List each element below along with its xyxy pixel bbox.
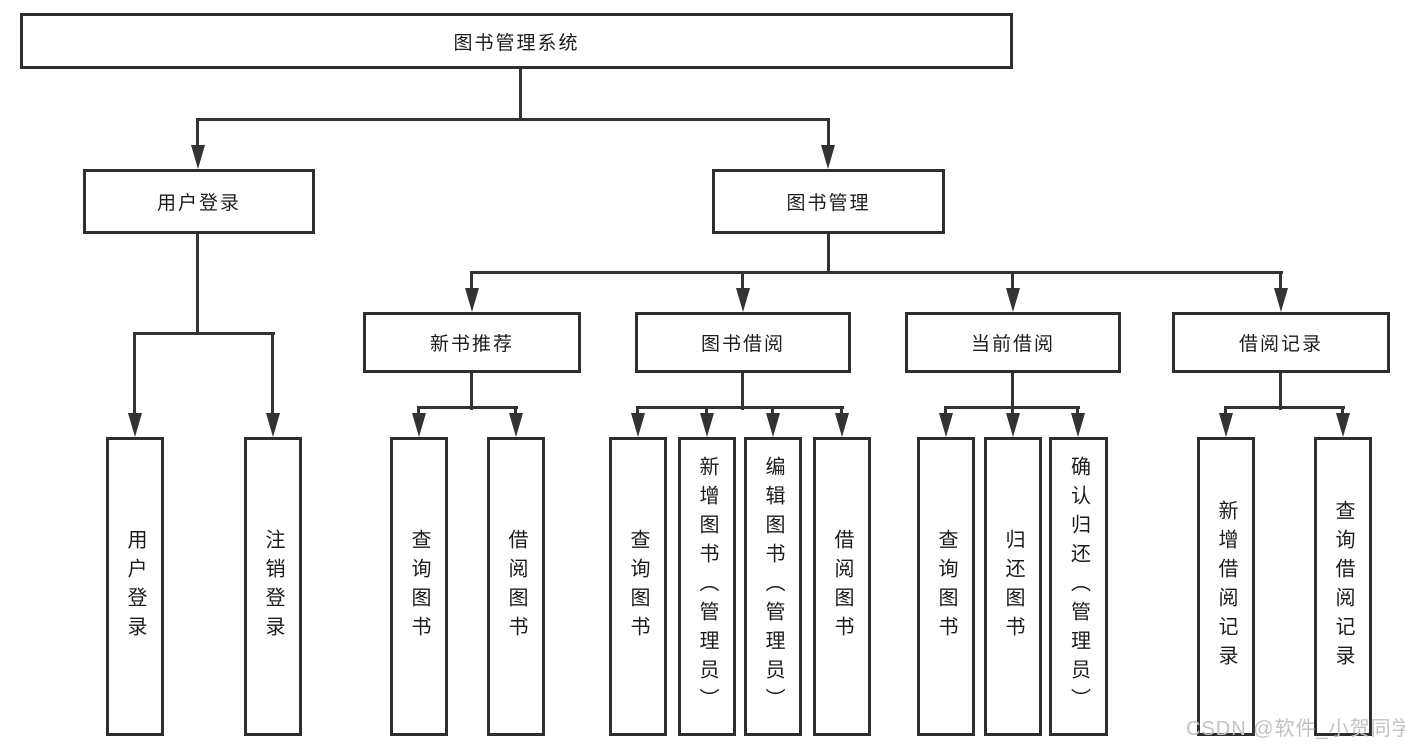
connector-line xyxy=(1279,271,1282,291)
connector-line xyxy=(470,271,1283,274)
node-new-book-recommend: 新书推荐 xyxy=(363,312,581,373)
connector-line xyxy=(470,271,473,291)
connector-line xyxy=(133,332,275,335)
leaf-user-login: 用户登录 xyxy=(106,437,164,736)
node-new-book-recommend-label: 新书推荐 xyxy=(429,334,514,355)
connector-line xyxy=(1224,406,1345,409)
node-borrowing-records-label: 借阅记录 xyxy=(1238,334,1323,355)
connector-line xyxy=(470,372,473,410)
connector-line xyxy=(519,68,522,121)
leaf-newbook-query-books-label: 查询图书 xyxy=(408,528,430,645)
arrowhead-icon xyxy=(700,413,714,437)
connector-line xyxy=(741,271,744,291)
connector-line xyxy=(944,406,947,417)
node-book-borrowing-label: 图书借阅 xyxy=(700,334,785,355)
connector-line xyxy=(636,406,844,409)
leaf-current-confirm-return-admin: 确认归还（管理员） xyxy=(1049,437,1108,736)
arrowhead-icon xyxy=(1071,413,1085,437)
leaf-borrowing-edit-books-admin-label: 编辑图书（管理员） xyxy=(762,456,784,717)
connector-line xyxy=(196,118,830,121)
connector-line xyxy=(1076,406,1079,417)
leaf-newbook-borrow-books-label: 借阅图书 xyxy=(505,528,527,645)
connector-line xyxy=(417,406,420,417)
leaf-records-add-record: 新增借阅记录 xyxy=(1197,437,1255,736)
connector-line xyxy=(827,233,830,274)
arrowhead-icon xyxy=(1219,413,1233,437)
connector-line xyxy=(196,118,199,147)
arrowhead-icon xyxy=(412,413,426,437)
connector-line xyxy=(417,406,518,409)
arrowhead-icon xyxy=(1006,413,1020,437)
connector-line xyxy=(827,118,830,147)
arrowhead-icon xyxy=(509,413,523,437)
leaf-records-query-record-label: 查询借阅记录 xyxy=(1332,499,1354,674)
node-user-login-label: 用户登录 xyxy=(156,193,241,214)
leaf-records-query-record: 查询借阅记录 xyxy=(1314,437,1372,736)
arrowhead-icon xyxy=(835,413,849,437)
node-current-borrowing: 当前借阅 xyxy=(905,312,1121,373)
connector-line xyxy=(1341,406,1344,417)
leaf-borrowing-add-books-admin: 新增图书（管理员） xyxy=(678,437,736,736)
arrowhead-icon xyxy=(1336,413,1350,437)
arrowhead-icon xyxy=(191,145,205,169)
leaf-current-return-books-label: 归还图书 xyxy=(1002,528,1024,645)
leaf-current-return-books: 归还图书 xyxy=(984,437,1042,736)
node-book-management-label: 图书管理 xyxy=(786,193,871,214)
arrowhead-icon xyxy=(939,413,953,437)
node-book-management: 图书管理 xyxy=(712,169,945,234)
connector-line xyxy=(271,332,274,415)
connector-line xyxy=(1011,372,1014,410)
leaf-current-query-books: 查询图书 xyxy=(917,437,975,736)
arrowhead-icon xyxy=(766,413,780,437)
leaf-current-confirm-return-admin-label: 确认归还（管理员） xyxy=(1067,456,1090,717)
leaf-records-add-record-label: 新增借阅记录 xyxy=(1215,499,1237,674)
arrowhead-icon xyxy=(1274,288,1288,312)
node-current-borrowing-label: 当前借阅 xyxy=(970,334,1055,355)
leaf-logout: 注销登录 xyxy=(244,437,302,736)
leaf-borrowing-edit-books-admin: 编辑图书（管理员） xyxy=(744,437,802,736)
arrowhead-icon xyxy=(1006,288,1020,312)
connector-line xyxy=(741,372,744,410)
node-borrowing-records: 借阅记录 xyxy=(1172,312,1390,373)
node-root: 图书管理系统 xyxy=(20,13,1013,69)
leaf-newbook-borrow-books: 借阅图书 xyxy=(487,437,545,736)
connector-line xyxy=(636,406,639,417)
node-book-borrowing: 图书借阅 xyxy=(635,312,851,373)
connector-line xyxy=(133,332,136,415)
connector-line xyxy=(705,406,708,417)
arrowhead-icon xyxy=(736,288,750,312)
leaf-borrowing-add-books-admin-label: 新增图书（管理员） xyxy=(696,456,718,717)
leaf-current-query-books-label: 查询图书 xyxy=(935,528,957,645)
leaf-newbook-query-books: 查询图书 xyxy=(390,437,448,736)
connector-line xyxy=(196,233,199,334)
leaf-logout-label: 注销登录 xyxy=(262,528,284,645)
leaf-borrowing-query-books: 查询图书 xyxy=(609,437,667,736)
arrowhead-icon xyxy=(465,288,479,312)
node-user-login: 用户登录 xyxy=(83,169,315,234)
leaf-user-login-label: 用户登录 xyxy=(124,528,146,645)
connector-line xyxy=(1279,372,1282,410)
connector-line xyxy=(840,406,843,417)
arrowhead-icon xyxy=(128,413,142,437)
connector-line xyxy=(514,406,517,417)
connector-line xyxy=(771,406,774,417)
arrowhead-icon xyxy=(631,413,645,437)
connector-line xyxy=(1011,271,1014,291)
leaf-borrowing-borrow-books: 借阅图书 xyxy=(813,437,871,736)
arrowhead-icon xyxy=(821,145,835,169)
connector-line xyxy=(1011,406,1014,417)
arrowhead-icon xyxy=(266,413,280,437)
csdn-watermark: CSDN @软件_小贺同学 xyxy=(1186,718,1405,740)
leaf-borrowing-query-books-label: 查询图书 xyxy=(627,528,649,645)
leaf-borrowing-borrow-books-label: 借阅图书 xyxy=(831,528,853,645)
connector-line xyxy=(1224,406,1227,417)
node-root-label: 图书管理系统 xyxy=(453,32,580,54)
